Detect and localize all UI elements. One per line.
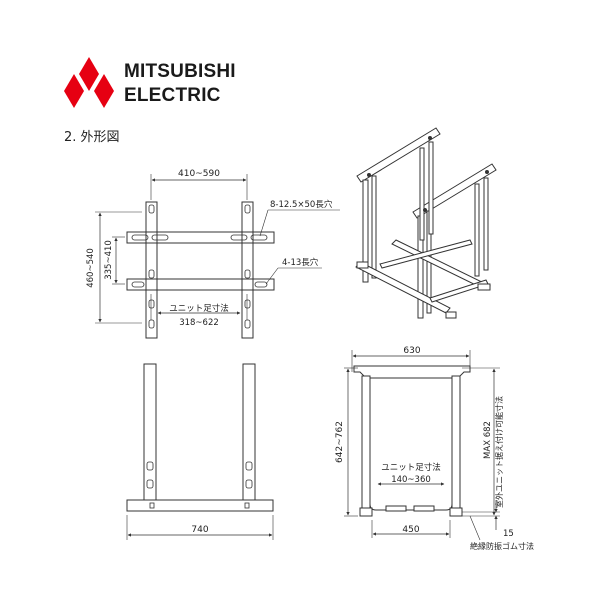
three-diamonds-icon [64, 57, 114, 108]
right-unit-foot-range: 140~360 [391, 475, 431, 485]
rubber-thickness: 15 [503, 529, 514, 539]
right-left-foot [359, 507, 373, 517]
dim-outer-height: 460~540 [86, 248, 96, 288]
max-height-label: MAX 682 [483, 421, 493, 459]
brand-line-1: MITSUBISHI [124, 61, 236, 82]
hole-note: 4-13長穴 [282, 257, 319, 268]
diamond-top [79, 57, 99, 91]
side-base-bar [126, 499, 274, 512]
dim-top-width: 630 [403, 346, 420, 356]
right-right-post [451, 375, 461, 515]
dim-overall-width: 740 [191, 525, 208, 535]
isometric-view [355, 127, 497, 319]
dim-inner-height: 335~410 [104, 240, 114, 280]
dim-base-width: 450 [402, 525, 419, 535]
front-view [95, 174, 340, 339]
max-height-note: 室外ユニット据え付け可能寸法 [494, 396, 504, 508]
dim-width-range: 410~590 [178, 169, 220, 179]
brand-line-2: ELECTRIC [124, 85, 221, 106]
dim-height-range: 642~762 [335, 421, 345, 463]
side-view [126, 363, 274, 540]
right-view [344, 350, 500, 541]
right-unit-foot-label: ユニット足寸法 [381, 462, 441, 473]
right-right-foot [449, 507, 463, 517]
section-title: 2. 外形図 [64, 130, 120, 145]
front-upper-crossbar [126, 231, 275, 244]
slot-note: 8-12.5×50長穴 [270, 199, 333, 210]
front-unit-foot-label: ユニット足寸法 [169, 303, 229, 314]
diamond-left [64, 74, 84, 108]
rubber-note: 絶縁防振ゴム寸法 [470, 541, 534, 551]
front-unit-foot-range: 318~622 [179, 318, 219, 328]
diamond-right [94, 74, 114, 108]
front-lower-crossbar [126, 278, 275, 291]
right-left-post [361, 375, 371, 515]
